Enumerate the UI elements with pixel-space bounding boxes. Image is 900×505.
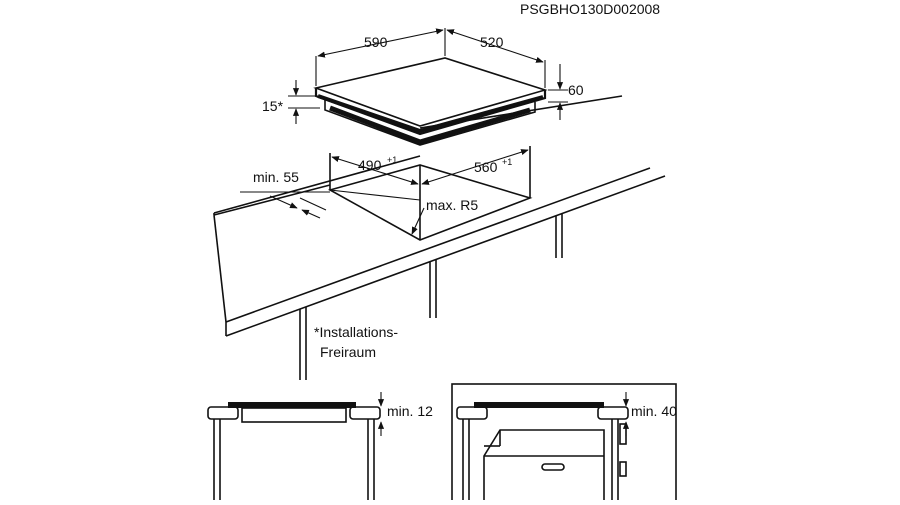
note-line-2: Freiraum	[320, 344, 376, 360]
worktop	[213, 95, 666, 380]
drawing-code: PSGBHO130D002008	[520, 1, 660, 17]
dim-cutout-depth-tol: +1	[502, 157, 512, 167]
dim-min-below-left: min. 12	[387, 403, 433, 419]
section-right: min. 40	[451, 383, 677, 503]
dim-cutout-width: 490	[358, 157, 382, 173]
dim-corner-radius: max. R5	[426, 197, 478, 213]
hob-top-view	[313, 57, 548, 146]
section-left: min. 12	[207, 392, 433, 500]
hob-dimensions: 590 520 60 15*	[262, 28, 584, 124]
cutout: 490 +1 560 +1 max. R5 min. 55	[240, 146, 533, 241]
dim-cutout-depth: 560	[474, 159, 498, 175]
dim-depth: 520	[480, 34, 504, 50]
dim-clearance-rear: 15*	[262, 98, 284, 114]
dim-min-front-edge: min. 55	[253, 169, 299, 185]
dim-cutout-width-tol: +1	[387, 155, 397, 165]
dim-min-below-right: min. 40	[631, 403, 677, 419]
dim-height: 60	[568, 82, 584, 98]
dim-width: 590	[364, 34, 388, 50]
note-line-1: *Installations-	[314, 324, 398, 340]
